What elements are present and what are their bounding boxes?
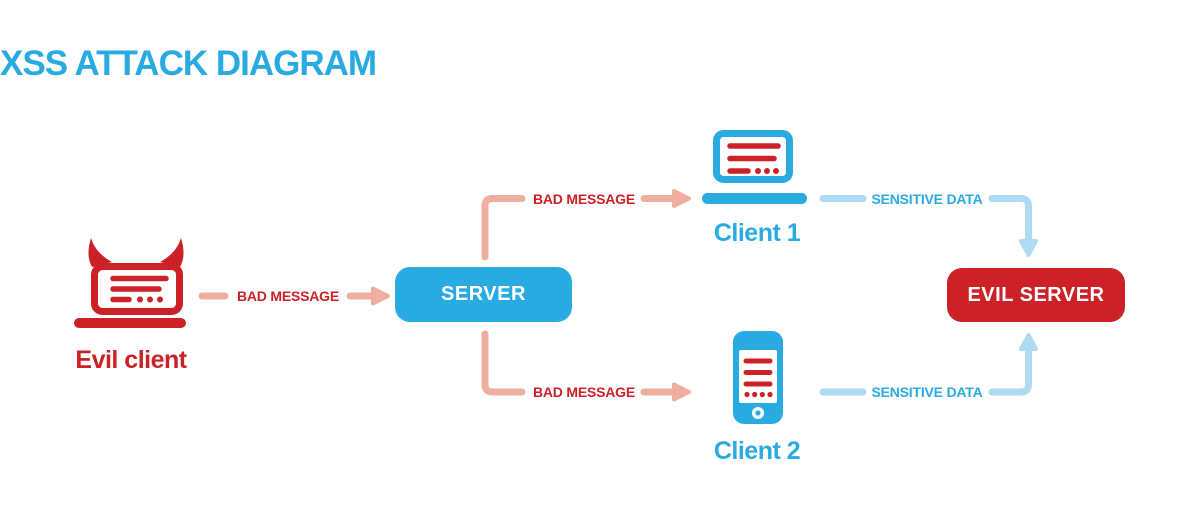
laptop-base (702, 193, 807, 204)
devil-horn-right-icon (160, 238, 184, 267)
evil-server-node: EVIL SERVER (947, 268, 1125, 322)
client2-label: Client 2 (713, 437, 801, 465)
edge-evil-to-server-arrow (198, 286, 390, 306)
devil-laptop-icon (74, 238, 186, 328)
ellipsis-dot (137, 296, 143, 303)
arrowhead-right-icon (672, 189, 691, 208)
edge-server-to-client2-arrow (481, 330, 691, 402)
arrowhead-up-icon (1019, 333, 1038, 351)
ellipsis-dot (752, 391, 758, 398)
ellipsis-dot (759, 391, 765, 398)
laptop-icon (702, 130, 807, 204)
server-node-label: SERVER (441, 283, 526, 305)
ellipsis-dot (157, 296, 163, 303)
ellipsis-dot (764, 168, 770, 174)
devil-horn-left-icon (88, 238, 112, 267)
edge-label-sensitive-data: SENSITIVE DATA (871, 191, 983, 207)
edge-label-sensitive-data: SENSITIVE DATA (871, 384, 983, 400)
arrowhead-down-icon (1019, 239, 1038, 257)
edge-server-to-client1-arrow (481, 189, 691, 261)
edge-label-bad-message: BAD MESSAGE (532, 384, 636, 400)
evil-client-label: Evil client (75, 346, 187, 374)
client1-label: Client 1 (713, 219, 801, 247)
home-button-center (755, 410, 761, 416)
arrowhead-right-icon (672, 382, 691, 402)
page-title: XSS ATTACK DIAGRAM (0, 44, 377, 83)
edge-client2-to-evil-server-arrow (819, 333, 1038, 396)
arrowhead-right-icon (371, 286, 390, 306)
server-node: SERVER (395, 267, 572, 322)
evil-server-node-label: EVIL SERVER (967, 283, 1105, 306)
edge-label-bad-message: BAD MESSAGE (236, 288, 340, 304)
ellipsis-dot (767, 391, 773, 398)
laptop-base (74, 318, 186, 328)
smartphone-icon (733, 331, 783, 424)
ellipsis-dot (744, 391, 750, 398)
edge-client1-to-evil-server-arrow (819, 195, 1038, 257)
ellipsis-dot (755, 168, 761, 174)
edge-label-bad-message: BAD MESSAGE (532, 191, 636, 207)
ellipsis-dot (773, 168, 779, 174)
ellipsis-dot (147, 296, 153, 303)
